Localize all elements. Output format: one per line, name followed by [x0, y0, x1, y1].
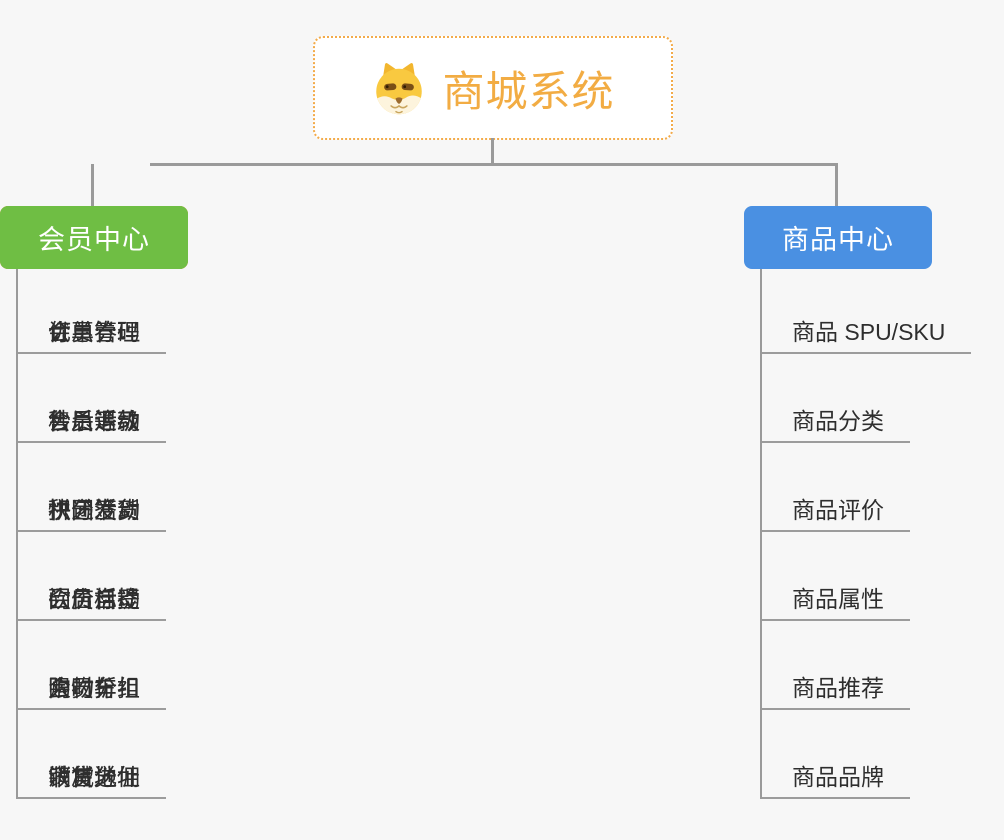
leaf-node[interactable]: 商品属性 — [760, 532, 910, 621]
leaf-node[interactable]: 商品评价 — [760, 443, 910, 532]
branch-label: 商品中心 — [782, 225, 894, 255]
connector-root-stub — [491, 138, 494, 164]
connector-trunk — [16, 269, 18, 799]
connector-drop — [91, 164, 94, 206]
branch-member-center: 会员中心 会员管理会员等级积分签到会员标签会员分组收货地址 — [0, 164, 188, 799]
leaf-node[interactable]: 商品品牌 — [760, 710, 910, 799]
leaf-node[interactable]: 商品分类 — [760, 354, 910, 443]
branch-leaves: 会员管理会员等级积分签到会员标签会员分组收货地址 — [16, 269, 166, 799]
leaf-node[interactable]: 会员管理 — [16, 269, 166, 354]
dog-face-icon — [376, 63, 423, 115]
leaf-node[interactable]: 会员标签 — [16, 532, 166, 621]
leaf-node[interactable]: 商品 SPU/SKU — [760, 269, 972, 354]
leaf-node[interactable]: 积分签到 — [16, 443, 166, 532]
connector-trunk — [760, 269, 762, 799]
leaf-node[interactable]: 限时折扣 — [16, 621, 166, 710]
branch-label: 会员中心 — [38, 225, 150, 255]
connector-horizontal — [150, 163, 838, 166]
branch-node[interactable]: 商品中心 — [744, 206, 932, 269]
branch-node[interactable]: 会员中心 — [0, 206, 188, 269]
leaf-node[interactable]: 商品推荐 — [760, 621, 910, 710]
leaf-node[interactable]: 收货地址 — [16, 710, 166, 799]
leaf-node[interactable]: 会员分组 — [16, 621, 166, 710]
connector-drop — [835, 164, 838, 206]
root-node[interactable]: 商城系统 — [313, 36, 673, 140]
root-label: 商城系统 — [442, 67, 615, 115]
leaf-node[interactable]: 会员等级 — [16, 354, 166, 443]
